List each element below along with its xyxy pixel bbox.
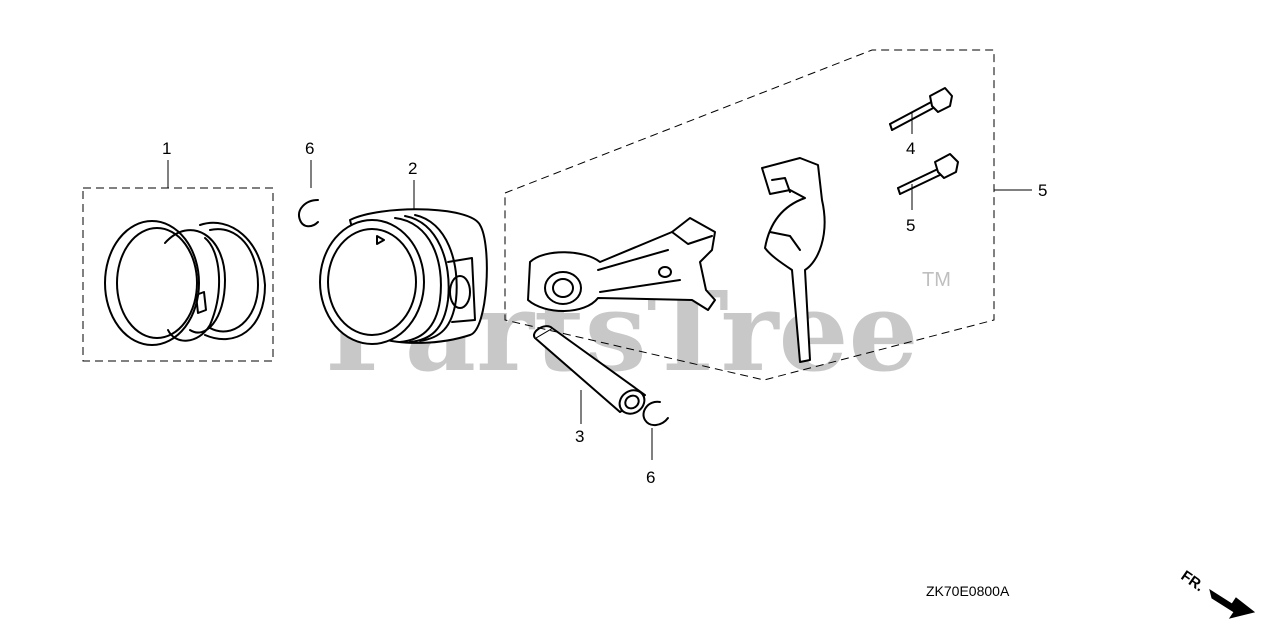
callout-5-lower[interactable]: 5 xyxy=(906,216,915,235)
front-marker-label: FR. xyxy=(1178,567,1208,595)
connecting-rod-bolt-upper[interactable] xyxy=(889,87,953,131)
piston[interactable] xyxy=(319,208,488,345)
piston-pin-clip-lower[interactable] xyxy=(642,400,669,426)
callout-4[interactable]: 5 xyxy=(1038,181,1047,200)
connecting-rod-box xyxy=(504,49,995,381)
ring-set-box xyxy=(82,187,274,362)
piston-pin-clip-upper[interactable] xyxy=(298,199,319,228)
callout-5-upper[interactable]: 4 xyxy=(906,139,915,158)
connecting-rod-bolt-lower[interactable] xyxy=(897,153,959,195)
callout-2[interactable]: 2 xyxy=(408,159,417,178)
callout-3[interactable]: 3 xyxy=(575,427,584,446)
callout-1[interactable]: 1 xyxy=(162,139,171,158)
callout-6-lower[interactable]: 6 xyxy=(646,468,655,487)
diagram-code: ZK70E0800A xyxy=(926,583,1010,599)
piston-pin[interactable] xyxy=(533,325,649,418)
front-direction-marker: FR. xyxy=(1178,567,1256,619)
front-arrow-icon xyxy=(1209,588,1256,619)
piston-ring-set[interactable] xyxy=(82,187,274,362)
trademark-text: TM xyxy=(922,269,951,291)
connecting-rod-cap[interactable] xyxy=(761,157,826,363)
callout-6-upper[interactable]: 6 xyxy=(305,139,314,158)
connecting-rod[interactable] xyxy=(527,217,716,312)
